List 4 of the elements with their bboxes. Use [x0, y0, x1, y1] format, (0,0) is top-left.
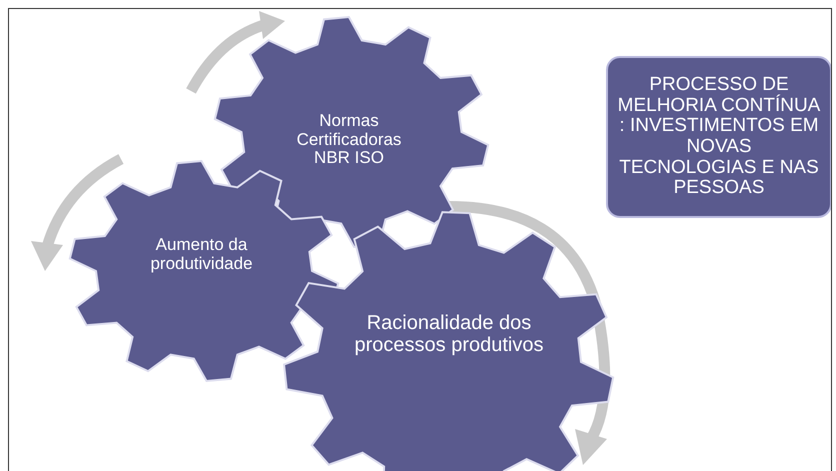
text-box: PROCESSO DE MELHORIA CONTÍNUA : INVESTIMENTOS EM NOVAS TECNOLOGIAS E NAS PESSOAS [606, 56, 831, 218]
gear-label: Racionalidade dos processos produtivos [354, 312, 544, 356]
gear-label: Normas Certificadoras NBR ISO [296, 112, 402, 168]
gear-label: Aumento da produtividade [149, 236, 254, 274]
